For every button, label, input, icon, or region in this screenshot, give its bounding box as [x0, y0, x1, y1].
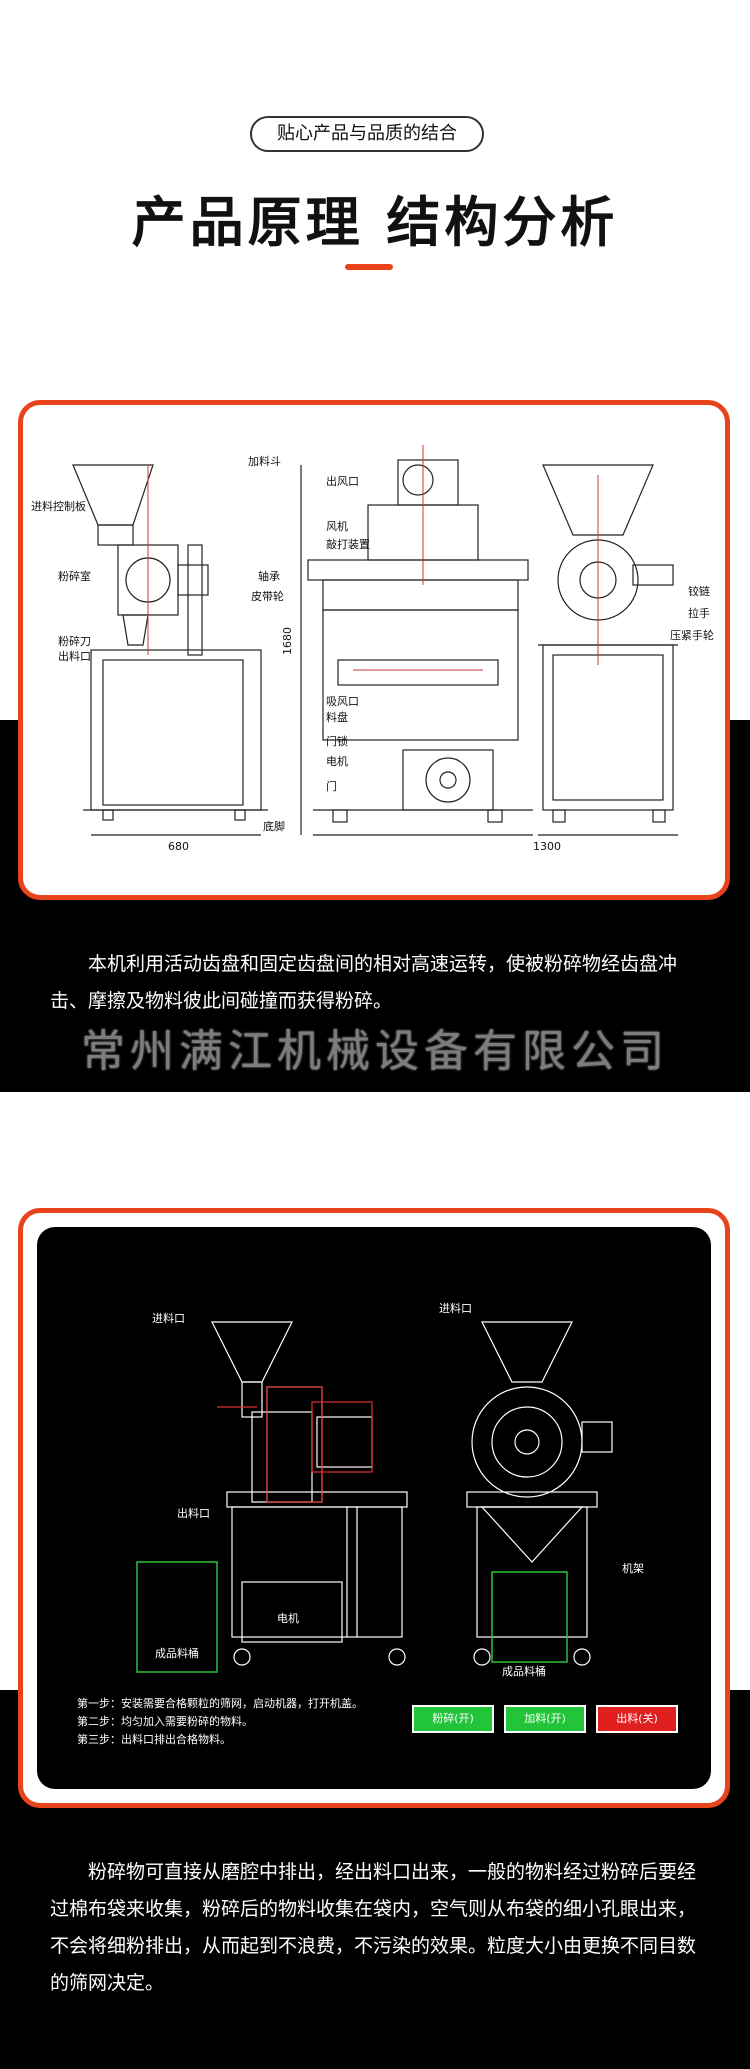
label-pulley: 皮带轮 — [251, 589, 284, 603]
label-handle: 拉手 — [688, 606, 710, 620]
label-feed-control: 进料控制板 — [31, 499, 86, 513]
label-air-outlet: 出风口 — [326, 474, 359, 488]
label-door: 门 — [326, 779, 337, 793]
principle-description: 本机利用活动齿盘和固定齿盘间的相对高速运转，使被粉碎物经齿盘冲击、摩擦及物料彼此… — [50, 953, 678, 1012]
label-hopper: 加料斗 — [248, 454, 281, 468]
label-tray: 料盘 — [326, 710, 348, 724]
label-inlet-right: 进料口 — [439, 1301, 472, 1315]
dim-680: 680 — [168, 840, 189, 853]
collection-description: 粉碎物可直接从磨腔中排出，经出料口出来，一般的物料经过粉碎后要经过棉布袋来收集，… — [50, 1861, 697, 1994]
label-outlet-left: 出料口 — [177, 1506, 210, 1520]
structure-drawing: 加料斗 进料控制板 粉碎室 轴承 皮带轮 粉碎刀 出料口 底脚 出风口 风机 敲… — [31, 445, 714, 853]
label-bearing: 轴承 — [258, 569, 280, 583]
label-frame: 机架 — [622, 1561, 644, 1575]
label-handwheel: 压紧手轮 — [670, 628, 714, 642]
schematic-panel: 进料口 出料口 成品料桶 电机 进料口 机架 成品料桶 第一步：安装需要合格颗粒… — [37, 1227, 711, 1789]
label-hinge: 铰链 — [688, 584, 710, 598]
button-crush-on[interactable]: 粉碎(开) — [412, 1705, 494, 1733]
step-3: 第三步：出料口排出合格物料。 — [77, 1732, 231, 1746]
step-2: 第二步：均匀加入需要粉碎的物料。 — [77, 1714, 253, 1728]
label-fan: 风机 — [326, 519, 348, 533]
button-discharge-off[interactable]: 出料(关) — [596, 1705, 678, 1733]
button-feed-on[interactable]: 加料(开) — [504, 1705, 586, 1733]
label-blade: 粉碎刀 — [58, 634, 91, 648]
label-foot: 底脚 — [263, 819, 285, 833]
tagline-pill: 贴心产品与品质的结合 — [250, 116, 484, 152]
dim-1300: 1300 — [533, 840, 561, 853]
label-suction: 吸风口 — [326, 695, 359, 708]
label-outlet: 出料口 — [58, 649, 91, 663]
label-motor: 电机 — [277, 1611, 299, 1625]
label-crush-chamber: 粉碎室 — [58, 569, 91, 583]
label-beater: 敲打装置 — [326, 537, 370, 551]
structure-diagram-frame: 加料斗 进料控制板 粉碎室 轴承 皮带轮 粉碎刀 出料口 底脚 出风口 风机 敲… — [18, 400, 730, 900]
step-1: 第一步：安装需要合格颗粒的筛网，启动机器，打开机盖。 — [77, 1696, 363, 1710]
title-underline — [345, 264, 393, 270]
label-bin-right: 成品料桶 — [502, 1664, 546, 1678]
schematic-frame: 进料口 出料口 成品料桶 电机 进料口 机架 成品料桶 第一步：安装需要合格颗粒… — [18, 1208, 730, 1808]
dim-1680: 1680 — [281, 627, 294, 655]
label-bin-left: 成品料桶 — [155, 1646, 199, 1660]
label-lock: 门锁 — [326, 734, 348, 748]
schematic-drawing: 进料口 出料口 成品料桶 电机 进料口 机架 成品料桶 第一步：安装需要合格颗粒… — [77, 1301, 644, 1746]
company-watermark: 常州满江机械设备有限公司 — [81, 1026, 669, 1077]
label-inlet-left: 进料口 — [152, 1311, 185, 1325]
page-title: 产品原理 结构分析 — [131, 191, 619, 254]
label-motor: 电机 — [326, 754, 348, 768]
